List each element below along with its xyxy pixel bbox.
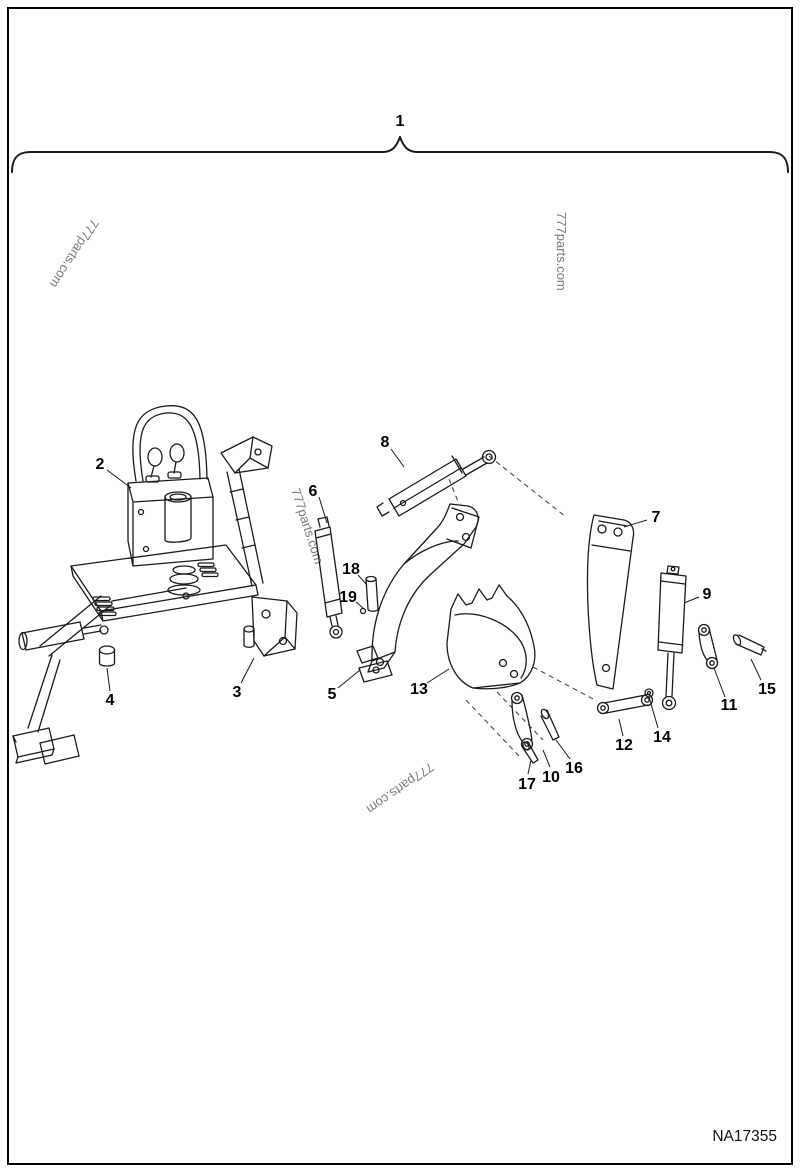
group-brace bbox=[11, 136, 789, 173]
bucket-drawing bbox=[446, 584, 536, 690]
callout-19: 19 bbox=[339, 589, 357, 606]
callout-12: 12 bbox=[615, 737, 633, 754]
callout-6: 6 bbox=[309, 483, 318, 500]
callout-5: 5 bbox=[328, 686, 337, 703]
swing-bracket-drawing bbox=[243, 596, 298, 657]
page-border bbox=[7, 7, 793, 1165]
callout-18: 18 bbox=[342, 561, 360, 578]
callout-3: 3 bbox=[233, 684, 242, 701]
callout-numbers: 1 2 3 4 5 6 7 8 9 10 11 12 13 14 15 16 1… bbox=[96, 113, 776, 793]
dipper-arm-drawing bbox=[367, 503, 480, 673]
bushing-drawing bbox=[98, 645, 116, 667]
watermark-text: 777parts.com bbox=[47, 216, 102, 290]
callout-4: 4 bbox=[106, 692, 115, 709]
callout-10: 10 bbox=[542, 769, 560, 786]
callout-17: 17 bbox=[518, 776, 536, 793]
callout-2: 2 bbox=[96, 456, 105, 473]
pin-16-drawing bbox=[540, 708, 560, 741]
callout-11: 11 bbox=[721, 697, 738, 714]
callout-14: 14 bbox=[653, 729, 671, 746]
pivot-bracket-drawing bbox=[356, 645, 393, 683]
watermark-text: 777parts.com bbox=[554, 212, 569, 291]
swing-link-drawing bbox=[596, 693, 654, 715]
assembly-guide-lines bbox=[448, 455, 598, 757]
callout-7: 7 bbox=[652, 509, 661, 526]
boom-drawing bbox=[586, 514, 635, 690]
clip-19-drawing bbox=[359, 607, 367, 615]
callout-16: 16 bbox=[565, 760, 583, 777]
control-tower-assembly-drawing bbox=[12, 405, 273, 765]
callout-9: 9 bbox=[703, 586, 712, 603]
pin-17-drawing bbox=[522, 741, 539, 764]
washer-14-drawing bbox=[644, 688, 654, 698]
bucket-cylinder-drawing bbox=[376, 449, 497, 517]
watermark-text: 777parts.com bbox=[364, 760, 437, 817]
pin-15-drawing bbox=[732, 634, 767, 656]
swing-cylinder-drawing bbox=[314, 516, 343, 639]
figure-code: NA17355 bbox=[712, 1128, 777, 1145]
watermark-text: 777parts.com bbox=[288, 486, 327, 566]
guide-link-drawing bbox=[697, 623, 719, 670]
bucket-link-drawing bbox=[510, 691, 534, 751]
callout-13: 13 bbox=[410, 681, 428, 698]
callout-1: 1 bbox=[396, 113, 405, 130]
callout-leader-lines bbox=[106, 448, 762, 775]
callout-15: 15 bbox=[758, 681, 776, 698]
callout-8: 8 bbox=[381, 434, 390, 451]
pin-18-drawing bbox=[365, 575, 379, 612]
dipper-cylinder-drawing bbox=[657, 565, 687, 711]
